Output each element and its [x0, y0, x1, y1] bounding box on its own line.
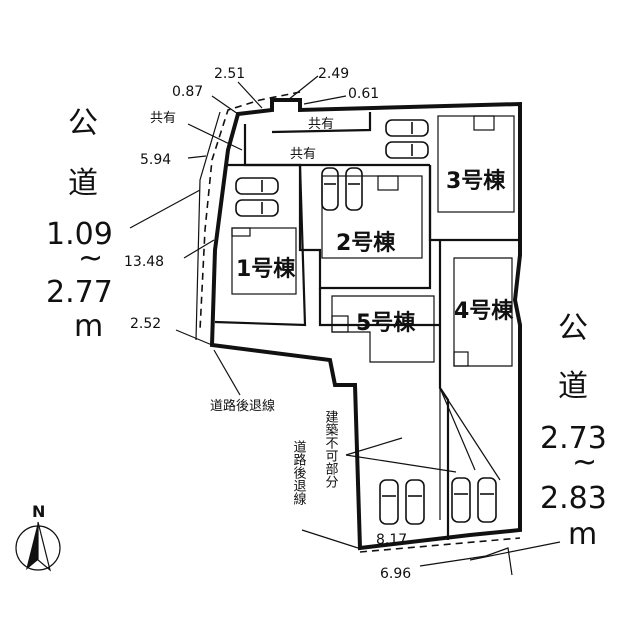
car-lot1-b — [235, 199, 279, 217]
lot-line-lot4 — [438, 240, 450, 540]
road-left-kanji1: 公 — [68, 106, 98, 141]
leader-249 — [287, 75, 319, 101]
building-1-entry — [231, 227, 251, 237]
building-4-outline — [453, 257, 513, 367]
unbuildable-strip-right — [447, 399, 501, 481]
lot-line-lot3 — [428, 165, 520, 242]
setback-label-top: 道路後退線 — [210, 398, 275, 414]
building-1-label: 1号棟 — [236, 256, 296, 282]
building-5-label: 5号棟 — [356, 310, 416, 336]
building-4-entry — [453, 351, 469, 367]
road-left-width-to: 2.77 — [46, 275, 113, 310]
road-left-tilde: ~ — [78, 241, 103, 276]
car-shared-b — [385, 141, 429, 159]
car-shared-a — [385, 119, 429, 137]
road-right-width-to: 2.83 — [540, 481, 607, 516]
car-lot2-b — [345, 167, 363, 211]
shared-label-a: 共有 — [150, 111, 176, 126]
bottom-setback-line — [359, 537, 521, 553]
leader-061 — [303, 95, 347, 105]
dim-252: 2.52 — [130, 316, 161, 332]
road-right-unit: m — [568, 517, 597, 552]
right-road-edge — [469, 541, 561, 561]
road-left-width-from: 1.09 — [46, 217, 113, 252]
leader-setback-top — [213, 349, 241, 396]
building-3-label: 3号棟 — [446, 168, 506, 194]
left-road-edge — [195, 111, 221, 341]
leader-unbuildable-b — [345, 454, 457, 473]
left-setback-line — [199, 91, 301, 331]
leader-251 — [237, 81, 263, 109]
compass-north-label: N — [32, 502, 45, 521]
leader-1348 — [183, 239, 215, 259]
building-3-entry — [473, 115, 495, 131]
building-2-entry — [377, 175, 399, 191]
shared-label-b: 共有 — [308, 117, 334, 132]
lot-line-lot5 — [318, 288, 440, 327]
road-left-unit: m — [74, 309, 103, 344]
unbuildable-strip-left — [439, 387, 476, 520]
north-compass — [15, 521, 61, 572]
setback-label-bottom: 道路後退線 — [291, 440, 307, 505]
car-bottom-d — [477, 477, 497, 523]
dim-594: 5.94 — [140, 152, 171, 168]
lot-line-lot2 — [298, 165, 432, 290]
road-right-tilde: ~ — [572, 445, 597, 480]
dim-817: 8.17 — [376, 532, 407, 548]
car-bottom-c — [451, 477, 471, 523]
car-lot1-a — [235, 177, 279, 195]
leader-252 — [175, 329, 213, 346]
leader-087 — [211, 95, 239, 115]
dim-061: 0.61 — [348, 86, 379, 102]
shared-label-c: 共有 — [290, 147, 316, 162]
leader-setback-bottom — [301, 529, 359, 549]
building-5-entry — [331, 315, 349, 333]
building-4-label: 4号棟 — [454, 298, 514, 324]
dim-1348: 13.48 — [124, 254, 164, 270]
building-1-outline — [231, 227, 297, 295]
dim-249: 2.49 — [318, 66, 349, 82]
leader-road-left — [129, 189, 201, 229]
leader-696 — [419, 547, 513, 576]
car-lot2-a — [321, 167, 339, 211]
road-left-kanji2: 道 — [68, 166, 98, 201]
unbuildable-label: 建築不可部分 — [323, 410, 339, 489]
dim-087: 0.87 — [172, 84, 203, 100]
building-2-label: 2号棟 — [336, 230, 396, 256]
dim-696: 6.96 — [380, 566, 411, 582]
building-2-outline — [321, 175, 423, 259]
lot-line-shared-top — [271, 112, 372, 134]
car-bottom-b — [405, 479, 425, 525]
road-right-kanji1: 公 — [558, 311, 588, 346]
lot-line-lot1 — [214, 163, 307, 327]
leader-shared-a — [187, 123, 243, 151]
car-bottom-a — [379, 479, 399, 525]
leader-unbuildable-a — [345, 437, 403, 456]
road-right-kanji2: 道 — [558, 369, 588, 404]
leader-594 — [187, 155, 207, 159]
dim-251: 2.51 — [214, 66, 245, 82]
road-right-width-from: 2.73 — [540, 421, 607, 456]
